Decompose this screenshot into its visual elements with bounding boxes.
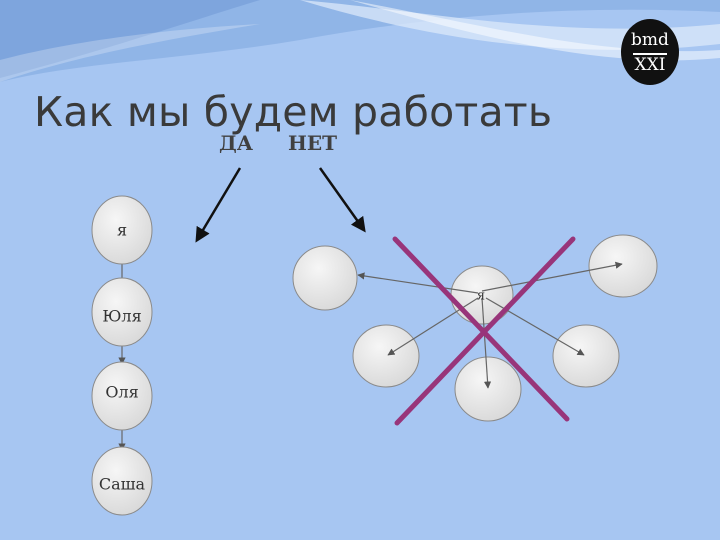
arrow-yes [195, 167, 242, 243]
chain-node-sasha [91, 446, 153, 516]
network-center-label: я [476, 288, 486, 304]
logo-line-2: XXI [634, 55, 666, 75]
big-arrows [195, 167, 366, 243]
network-node-right [588, 234, 658, 298]
chain-nodes [91, 195, 153, 516]
network-node-bottom-right [552, 324, 620, 388]
bmd-logo: bmd XXI [621, 19, 679, 85]
logo-line-1: bmd [631, 30, 669, 50]
cross-mark [392, 236, 576, 426]
network-node-bottom [454, 356, 522, 422]
network-node-left [292, 245, 358, 311]
logo-divider [633, 53, 667, 55]
chain-node-label: Саша [98, 474, 146, 494]
chain-node-label: Оля [105, 382, 139, 402]
label-no: НЕТ [288, 131, 338, 155]
network-node-bottom-left [352, 324, 420, 388]
network-nodes [292, 234, 658, 422]
chain-node-yulya [91, 277, 153, 347]
label-yes: ДА [219, 131, 254, 155]
chain-node-label: Юля [102, 306, 142, 326]
arrow-no [318, 167, 366, 233]
chain-node-olya [91, 361, 153, 431]
chain-node-label: я [116, 220, 128, 240]
background-swooshes [0, 0, 720, 82]
slide-title: Как мы будем работать [34, 88, 553, 136]
chain-node-ya [91, 195, 153, 265]
